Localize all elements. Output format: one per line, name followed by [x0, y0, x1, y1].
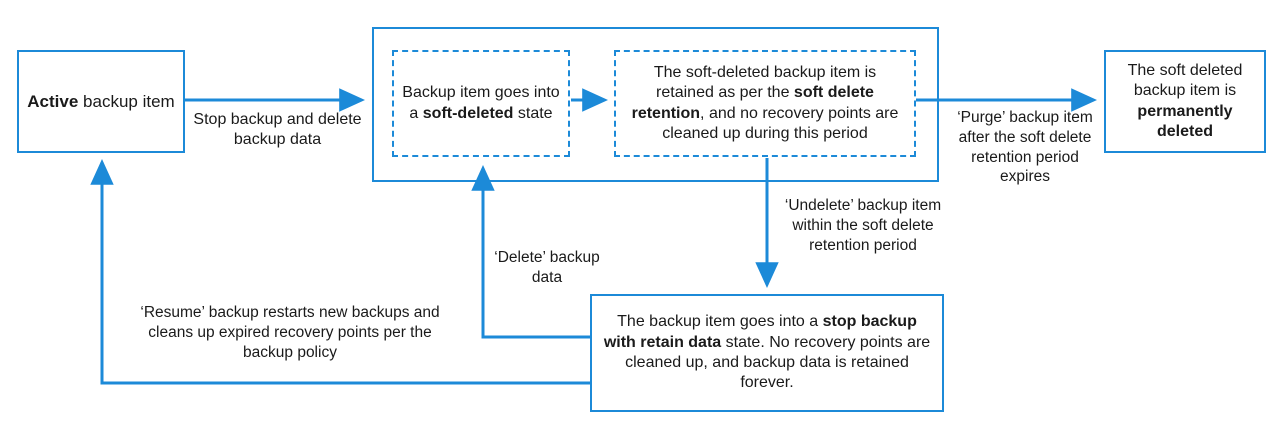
node-permanently-deleted[interactable]: The soft deleted backup item is permanen… — [1104, 50, 1266, 153]
node-active-backup-item[interactable]: Active backup item — [17, 50, 185, 153]
node-soft-delete-retention-label: The soft-deleted backup item is retained… — [631, 63, 899, 142]
node-active-backup-item-label: Active backup item — [27, 91, 175, 111]
node-soft-deleted-state[interactable]: Backup item goes into a soft-deleted sta… — [392, 50, 570, 157]
edge-label-undelete: ‘Undelete’ backup item within the soft d… — [784, 197, 942, 254]
edge-label-resume: ‘Resume’ backup restarts new backups and… — [140, 304, 440, 361]
node-soft-deleted-state-label: Backup item goes into a soft-deleted sta… — [402, 84, 560, 122]
edge-label-stop-backup: Stop backup and delete backup data — [193, 111, 362, 149]
edge-label-purge: ‘Purge’ backup item after the soft delet… — [957, 109, 1093, 186]
node-permanently-deleted-label: The soft deleted backup item is permanen… — [1127, 61, 1243, 140]
node-stop-backup-retain-data[interactable]: The backup item goes into a stop backup … — [590, 294, 944, 412]
soft-delete-state-group — [372, 27, 939, 182]
edge-label-delete: ‘Delete’ backup data — [494, 249, 600, 286]
node-stop-backup-retain-data-label: The backup item goes into a stop backup … — [603, 313, 931, 392]
node-soft-delete-retention[interactable]: The soft-deleted backup item is retained… — [614, 50, 916, 157]
